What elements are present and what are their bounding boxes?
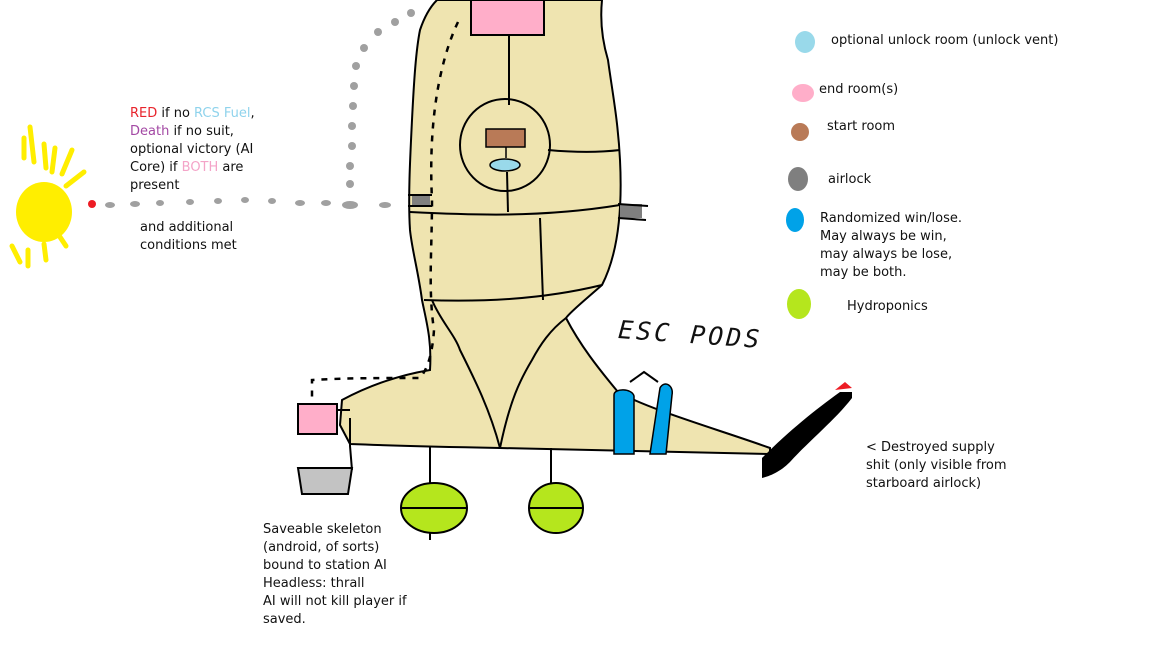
dotted-route-path: [105, 9, 415, 209]
sun-note-text: Core) if: [130, 160, 182, 175]
laser-dot: [88, 200, 96, 208]
supply-note-line: shit (only visible from: [866, 458, 1007, 473]
skeleton-note: Saveable skeleton (android, of sorts) bo…: [263, 521, 407, 629]
skeleton-note-line: saved.: [263, 612, 306, 627]
destroyed-supply-ship: [762, 392, 852, 478]
unlock-vent-room: [489, 158, 521, 172]
starboard-airlock: [617, 203, 649, 221]
legend-swatch-end: [792, 84, 814, 102]
legend-label-start: start room: [827, 119, 896, 134]
sun-note-text: are: [218, 160, 244, 175]
port-airlock: [408, 194, 432, 207]
legend-swatch-randomized: [786, 208, 804, 232]
caret-icon: [629, 370, 659, 383]
sun-note-line: and additional: [140, 220, 234, 235]
legend-line: may always be lose,: [820, 247, 953, 262]
legend-swatch-hydroponics: [787, 289, 811, 319]
legend-label-randomized: Randomized win/lose. May always be win, …: [820, 210, 962, 282]
skeleton-note-line: bound to station AI: [263, 558, 387, 573]
skeleton-room: [296, 467, 354, 495]
escape-pod-left: [613, 389, 635, 455]
supply-ship-note: < Destroyed supply shit (only visible fr…: [866, 439, 1007, 493]
legend-label-end: end room(s): [819, 82, 899, 97]
both-word: BOTH: [181, 160, 219, 175]
legend-swatch-airlock: [788, 167, 808, 191]
legend-line: may be both.: [820, 265, 907, 280]
sun-note-line: present: [130, 178, 180, 193]
hull-interior-walls: [409, 36, 621, 449]
end-room-bottom: [297, 403, 338, 435]
rcs-fuel-word: RCS Fuel: [194, 106, 251, 121]
sun-note-extra: and additional conditions met: [140, 219, 237, 255]
sun-note-text: ,: [250, 106, 255, 121]
sun-note-line: optional victory (AI: [130, 142, 254, 157]
red-word: RED: [130, 106, 158, 121]
legend-label-unlock: optional unlock room (unlock vent): [831, 33, 1059, 48]
dashed-maintenance-route: [310, 21, 460, 400]
start-room: [485, 128, 526, 148]
sun-note: RED if no RCS Fuel, Death if no suit, op…: [130, 105, 255, 195]
supply-note-line: starboard airlock): [866, 476, 982, 491]
legend-line: May always be win,: [820, 229, 947, 244]
sun-icon: [9, 124, 87, 269]
esc-pods-label: ESC PODS: [617, 314, 764, 355]
skeleton-note-line: AI will not kill player if: [263, 594, 407, 609]
sun-note-line: conditions met: [140, 238, 237, 253]
escape-pod-right: [649, 383, 673, 455]
sun-note-text: if no suit,: [169, 124, 234, 139]
death-word: Death: [130, 124, 170, 139]
legend-label-airlock: airlock: [828, 172, 872, 187]
legend-swatch-start: [791, 123, 809, 141]
skeleton-note-line: (android, of sorts): [263, 540, 380, 555]
supply-note-line: < Destroyed supply: [866, 440, 995, 455]
legend-swatch-unlock: [795, 31, 815, 53]
skeleton-note-line: Headless: thrall: [263, 576, 365, 591]
station-hull: [338, 0, 771, 456]
end-room-top: [470, 0, 545, 36]
sun-note-text: if no: [157, 106, 195, 121]
central-ring-room: [459, 98, 551, 192]
legend-line: Randomized win/lose.: [820, 211, 962, 226]
legend-label-hydroponics: Hydroponics: [847, 299, 928, 314]
skeleton-note-line: Saveable skeleton: [263, 522, 382, 537]
